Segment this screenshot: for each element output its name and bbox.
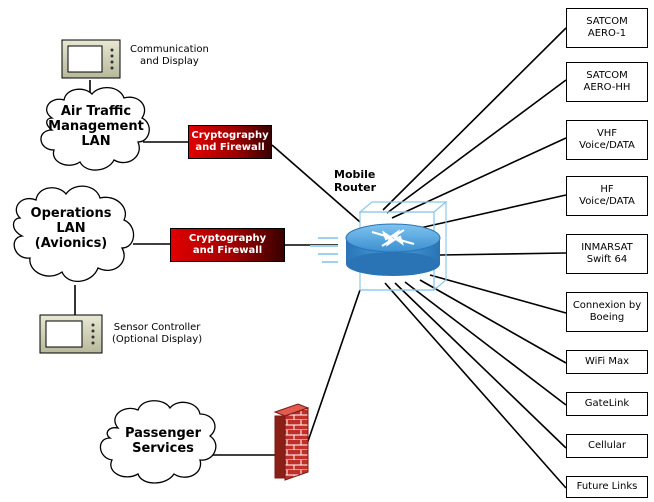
firewall-icon bbox=[273, 403, 310, 481]
router-icon bbox=[345, 200, 448, 292]
link-connexion-boeing: Connexion by Boeing bbox=[566, 292, 648, 332]
link-vhf-voice-data: VHF Voice/DATA bbox=[566, 120, 648, 160]
monitor-icon bbox=[61, 39, 121, 79]
cloud-shape bbox=[40, 87, 150, 171]
cloud-shape bbox=[12, 185, 135, 282]
link-future-links: Future Links bbox=[566, 476, 648, 498]
link-inmarsat-swift64: INMARSAT Swift 64 bbox=[566, 234, 648, 274]
passenger-services-label: Passenger Services bbox=[124, 426, 202, 456]
operations-lan-label: Operations LAN (Avionics) bbox=[30, 206, 112, 251]
crypto-firewall-bottom: Cryptography and Firewall bbox=[170, 228, 285, 262]
link-cellular: Cellular bbox=[566, 434, 648, 458]
link-hf-voice-data: HF Voice/DATA bbox=[566, 176, 648, 216]
atm-lan-label: Air Traffic Management LAN bbox=[48, 104, 144, 149]
motion-lines bbox=[310, 237, 338, 263]
link-lines bbox=[382, 27, 567, 489]
comm-display-label: Communication and Display bbox=[130, 44, 209, 67]
link-wifi-max: WiFi Max bbox=[566, 350, 648, 374]
crypto-firewall-top: Cryptography and Firewall bbox=[188, 125, 272, 159]
link-gatelink: GateLink bbox=[566, 392, 648, 416]
monitor-icon bbox=[39, 314, 103, 354]
left-lines bbox=[74, 80, 361, 456]
mobile-router-label: Mobile Router bbox=[334, 168, 377, 194]
cloud-shape bbox=[99, 400, 217, 484]
sensor-controller-label: Sensor Controller (Optional Display) bbox=[112, 322, 203, 345]
link-satcom-aero-hh: SATCOM AERO-HH bbox=[566, 62, 648, 102]
link-satcom-aero-1: SATCOM AERO-1 bbox=[566, 8, 648, 48]
